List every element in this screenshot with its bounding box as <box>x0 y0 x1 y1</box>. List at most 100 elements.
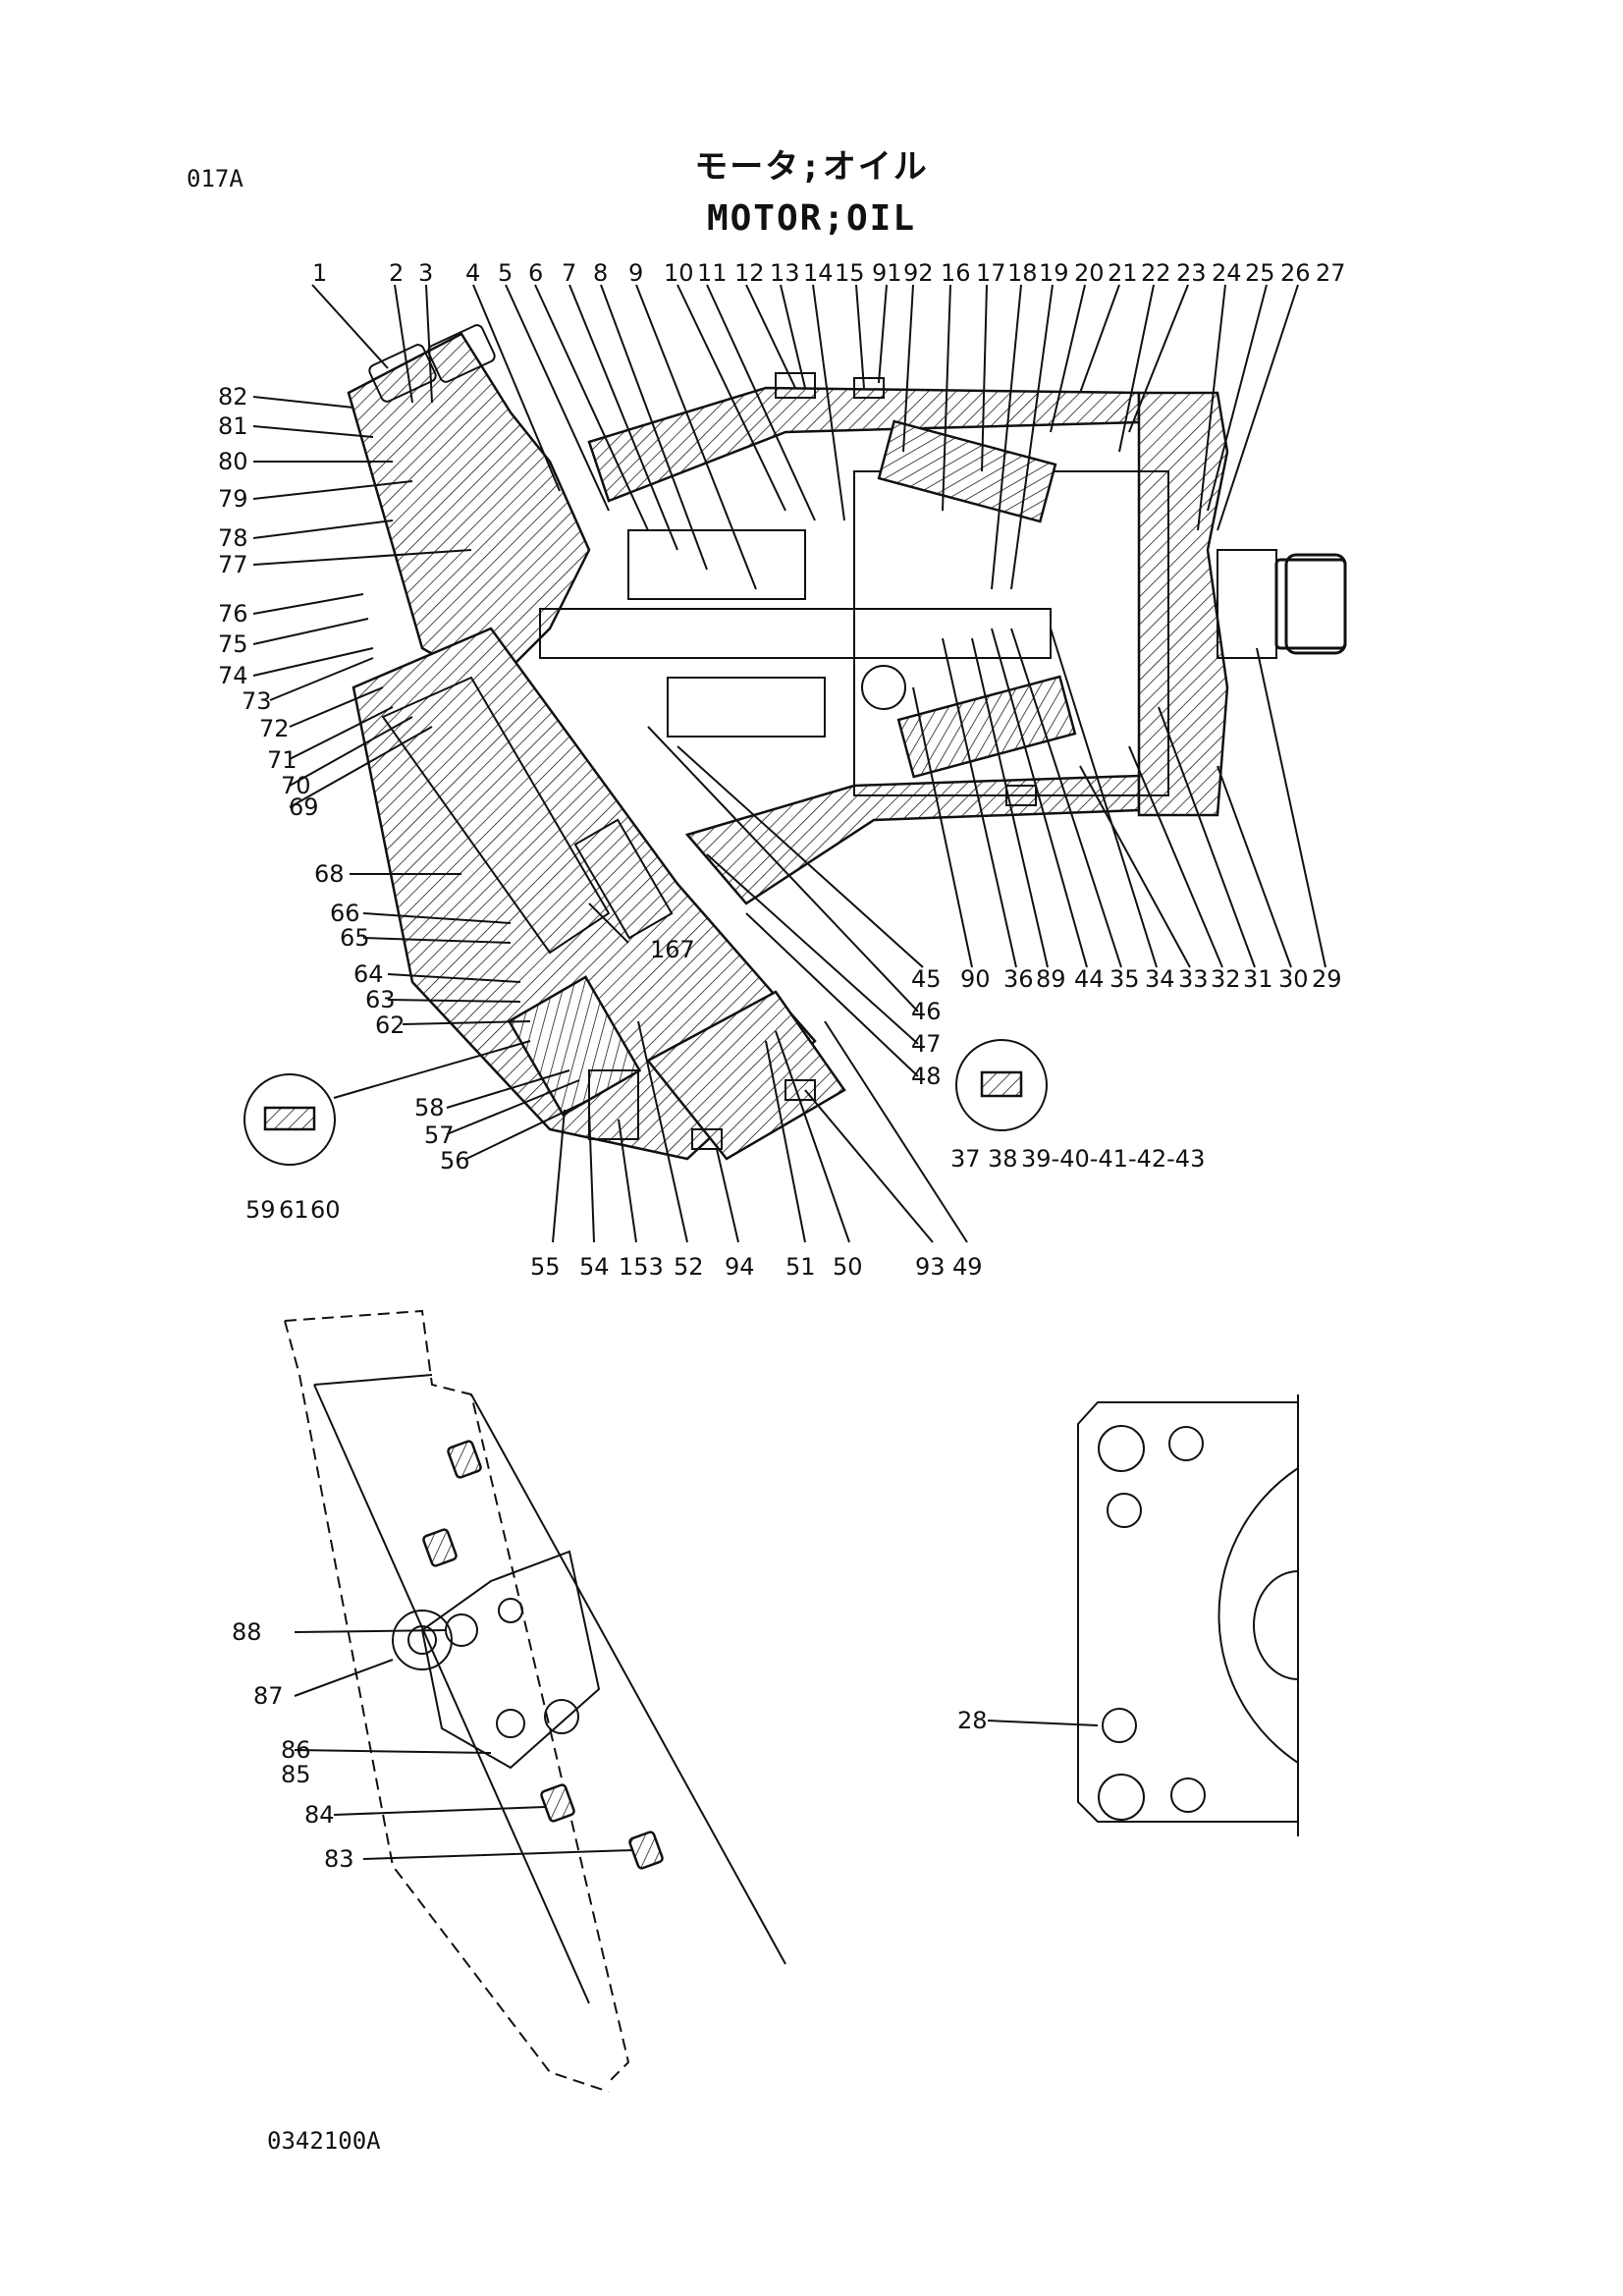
head-cap-2 <box>427 324 496 383</box>
callout-number: 89 <box>1036 965 1066 993</box>
callout-number: 24 <box>1212 259 1242 287</box>
callout-number: 16 <box>941 259 971 287</box>
port-plug-bottom <box>1005 785 1037 806</box>
motor-section-view <box>347 324 1347 1161</box>
callout-number: 48 <box>911 1063 942 1090</box>
lower-right-view <box>987 1394 1299 1836</box>
callout-number: 87 <box>253 1682 284 1710</box>
callout-number: 13 <box>770 259 800 287</box>
callout-number: 20 <box>1074 259 1105 287</box>
leaders-right <box>647 628 1326 1077</box>
detail-right-part <box>980 1070 1023 1098</box>
callout-number: 61 <box>279 1196 309 1224</box>
cylinder-bore <box>381 676 611 955</box>
callout-number: 86 <box>281 1736 311 1764</box>
callout-number: 54 <box>579 1253 610 1281</box>
spool-167 <box>573 818 674 940</box>
phantom-outline-left <box>284 1320 610 2093</box>
callout-number: 36 <box>1003 965 1034 993</box>
callout-number: 66 <box>330 900 360 927</box>
callout-number: 47 <box>911 1030 942 1058</box>
callout-number: 18 <box>1007 259 1038 287</box>
oring-84 <box>540 1783 575 1823</box>
center-pin-housing <box>627 529 806 600</box>
callout-number: 83 <box>324 1845 354 1873</box>
callout-number: 32 <box>1211 965 1241 993</box>
flange-bolt-3 <box>1170 1777 1206 1813</box>
callout-number: 64 <box>353 960 384 988</box>
lower-left-view <box>284 1309 786 2093</box>
piston-rod <box>667 677 826 738</box>
callout-number: 34 <box>1145 965 1175 993</box>
callout-number: 39-40-41-42-43 <box>1021 1145 1205 1173</box>
callout-number: 25 <box>1245 259 1275 287</box>
leaders-left <box>252 396 590 1160</box>
callout-number: 73 <box>242 687 272 715</box>
callout-number: 75 <box>218 630 248 658</box>
callout-number: 2 <box>389 259 404 287</box>
callout-number: 69 <box>289 793 319 821</box>
callout-number: 74 <box>218 662 248 689</box>
callout-number: 50 <box>833 1253 863 1281</box>
callout-number: 82 <box>218 383 248 410</box>
detail-left-part <box>263 1106 316 1131</box>
plate-boss <box>392 1610 453 1670</box>
flange-bore-outer <box>1217 1467 1299 1764</box>
flange-bore-inner <box>1253 1570 1299 1680</box>
shaft-seal-area <box>1217 549 1277 659</box>
callout-number: 27 <box>1316 259 1346 287</box>
callout-number: 76 <box>218 600 248 628</box>
callout-number: 38 <box>988 1145 1018 1173</box>
callout-number: 55 <box>530 1253 561 1281</box>
callout-number: 59 <box>245 1196 276 1224</box>
callout-number: 21 <box>1108 259 1138 287</box>
callout-number: 62 <box>375 1011 406 1039</box>
cover-plate <box>420 1550 601 1770</box>
callout-number: 8 <box>593 259 608 287</box>
callout-number: 12 <box>734 259 765 287</box>
callout-number: 37 <box>950 1145 981 1173</box>
output-shaft-end <box>1284 553 1347 655</box>
callout-number: 30 <box>1278 965 1309 993</box>
callout-number: 15 <box>835 259 865 287</box>
oring-upper-2 <box>422 1528 458 1567</box>
callout-number: 33 <box>1178 965 1209 993</box>
callout-number: 17 <box>976 259 1006 287</box>
callout-number: 78 <box>218 524 248 552</box>
bolt-head-lower <box>544 1699 579 1734</box>
ball-joint <box>861 665 906 710</box>
callout-number: 51 <box>785 1253 816 1281</box>
callout-number: 57 <box>424 1121 455 1149</box>
front-flange <box>1137 391 1229 817</box>
callout-number: 70 <box>281 772 311 799</box>
port-plug-92 <box>853 377 885 399</box>
callout-number: 65 <box>340 924 370 952</box>
callout-number: 167 <box>650 936 695 963</box>
callout-number: 26 <box>1280 259 1311 287</box>
callout-number: 80 <box>218 448 248 475</box>
flange-outline <box>1077 1401 1298 1823</box>
callout-number: 23 <box>1176 259 1207 287</box>
callout-number: 19 <box>1039 259 1069 287</box>
callout-number: 94 <box>725 1253 755 1281</box>
callout-number: 4 <box>465 259 480 287</box>
callout-number: 52 <box>674 1253 704 1281</box>
callout-number: 63 <box>365 986 396 1013</box>
callout-number: 45 <box>911 965 942 993</box>
callout-number: 88 <box>232 1618 262 1646</box>
callout-number: 1 <box>312 259 327 287</box>
callout-number: 153 <box>619 1253 664 1281</box>
callout-number: 93 <box>915 1253 946 1281</box>
callout-number: 6 <box>528 259 543 287</box>
callout-number: 29 <box>1312 965 1342 993</box>
callout-number: 71 <box>267 746 298 774</box>
piston-lower <box>896 675 1077 779</box>
detail-circle-right <box>955 1039 1048 1131</box>
callout-number: 81 <box>218 412 248 440</box>
callout-number: 77 <box>218 551 248 578</box>
leaders-bottom <box>552 902 968 1243</box>
callout-number: 35 <box>1109 965 1140 993</box>
callout-number: 11 <box>697 259 728 287</box>
callout-number: 10 <box>664 259 694 287</box>
